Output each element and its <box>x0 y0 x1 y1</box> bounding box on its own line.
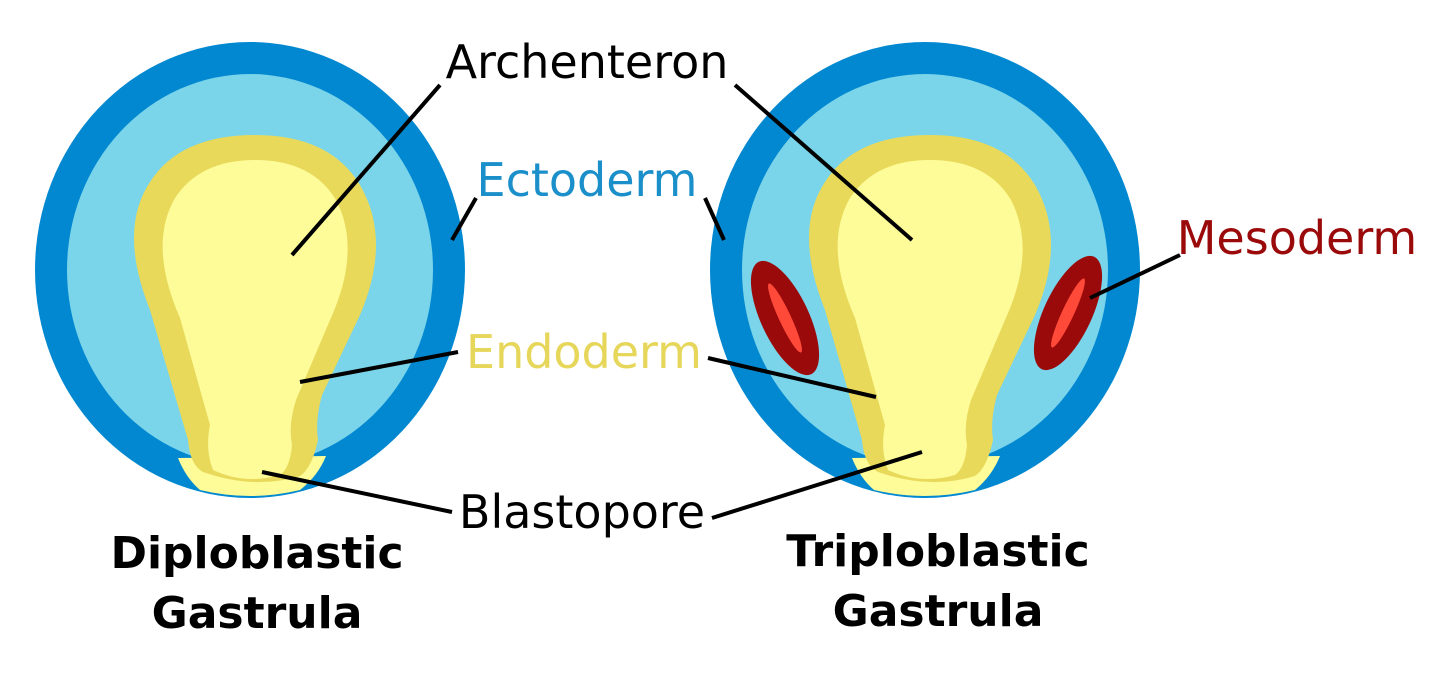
diploblastic-caption-line1: Diploblastic <box>110 528 403 579</box>
pointer-lines <box>261 83 1181 520</box>
triploblastic-caption-line2: Gastrula <box>833 586 1044 637</box>
diploblastic-archenteron <box>162 160 348 479</box>
diploblastic-gastrula <box>35 42 465 498</box>
endoderm-pointer-left <box>299 350 459 384</box>
mesoderm-pointer <box>1089 253 1181 300</box>
blastopore-pointer-left <box>261 470 453 514</box>
diploblastic-caption-line2: Gastrula <box>152 588 363 639</box>
triploblastic-caption-line1: Triploblastic <box>786 526 1089 577</box>
triploblastic-gastrula <box>710 42 1140 498</box>
ectoderm-label: Ectoderm <box>477 153 698 207</box>
mesoderm-label: Mesoderm <box>1177 211 1418 265</box>
archenteron-label: Archenteron <box>446 35 729 89</box>
archenteron-pointer-left <box>290 83 442 257</box>
blastopore-label: Blastopore <box>459 485 705 539</box>
archenteron-pointer-right <box>733 83 914 242</box>
mesoderm-right-pouch <box>1033 255 1103 371</box>
mesoderm-left-pouch <box>750 260 820 376</box>
ectoderm-pointer-left <box>450 197 478 241</box>
blastopore-pointer-right <box>711 450 923 520</box>
triploblastic-archenteron <box>837 160 1023 479</box>
ectoderm-pointer-right <box>703 197 726 241</box>
endoderm-label: Endoderm <box>466 325 702 379</box>
endoderm-pointer-right <box>707 356 877 399</box>
